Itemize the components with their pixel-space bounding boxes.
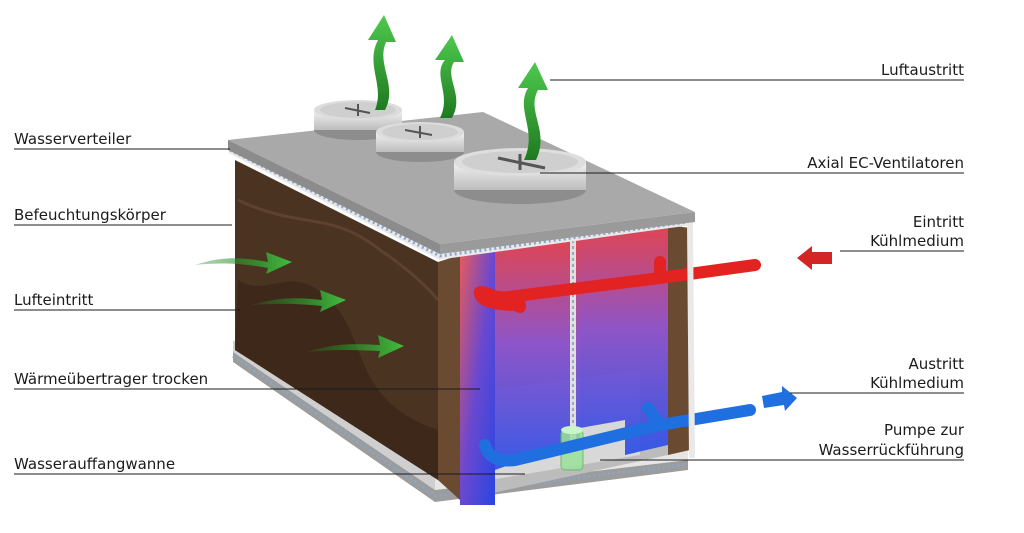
coolant-outlet-arrow	[762, 386, 797, 411]
label-eintritt: Eintritt	[912, 213, 964, 231]
coolant-inlet-arrow	[797, 246, 832, 270]
leader-lines	[14, 79, 964, 475]
label-wasserverteiler: Wasserverteiler	[14, 130, 132, 148]
cold-pipe	[479, 402, 756, 467]
air-inlet-arrow-1	[195, 252, 292, 274]
air-outlet-arrow-3	[518, 62, 548, 160]
label-lufteintritt: Lufteintritt	[14, 291, 94, 309]
label-waermeuebertrager: Wärmeübertrager trocken	[14, 370, 209, 388]
label-axial-ec-ventilatoren: Axial EC-Ventilatoren	[807, 154, 964, 172]
fan-3	[454, 148, 586, 204]
air-outlet-arrow-1	[368, 15, 396, 110]
air-outlet-arrow-2	[435, 35, 464, 118]
label-eintritt-kuehlmedium: Kühlmedium	[870, 232, 964, 250]
label-austritt: Austritt	[908, 355, 964, 373]
fan-2	[376, 122, 464, 162]
water-distributor	[228, 146, 695, 459]
label-befeuchtungskoerper: Befeuchtungskörper	[14, 206, 166, 224]
humidifier-pad	[235, 160, 460, 500]
air-inlet-arrow-3	[308, 335, 404, 358]
label-austritt-kuehlmedium: Kühlmedium	[870, 374, 964, 392]
fan-1	[314, 100, 402, 140]
label-luftaustritt: Luftaustritt	[881, 61, 964, 79]
hot-pipe	[474, 256, 761, 313]
air-inlet-arrow-2	[252, 290, 346, 312]
label-wasserrueckfuehrung: Wasserrückführung	[818, 441, 964, 459]
label-wasserauffangwanne: Wasserauffangwanne	[14, 455, 176, 473]
label-pumpe-zur: Pumpe zur	[884, 421, 964, 439]
